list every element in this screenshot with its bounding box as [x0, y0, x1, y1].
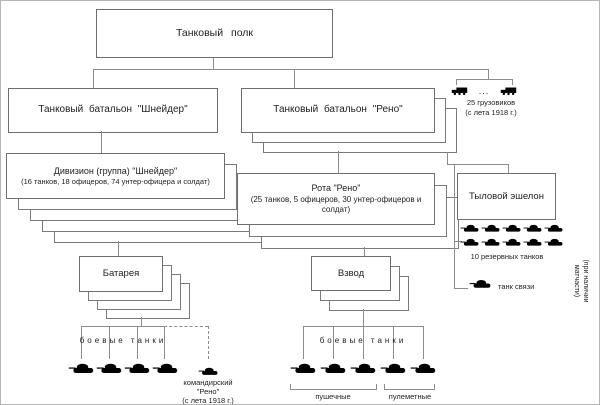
signal-tank-label: танк связи [498, 282, 535, 291]
connector-line [447, 152, 448, 164]
tank-icon [460, 224, 479, 232]
connector-line [118, 241, 119, 256]
connector-line [137, 326, 138, 359]
battery-combat-tanks [68, 363, 178, 373]
node-schneider-group: Дивизион (группа) "Шнейдер" (16 танков, … [6, 153, 225, 199]
connector-line [393, 326, 394, 359]
reserve-tanks-row [460, 224, 563, 232]
bracket-line [290, 384, 291, 389]
tank-icon [502, 238, 521, 246]
connector-line [93, 69, 489, 70]
availability-note-line: (при наличии [582, 259, 589, 303]
bracket-line [456, 79, 513, 80]
tank-icon [68, 363, 94, 373]
connector-line [101, 131, 102, 153]
platoon-combat-tanks [290, 363, 436, 373]
tank-icon [460, 238, 479, 246]
connector-line [364, 247, 365, 256]
trucks-label: 25 грузовиков [466, 98, 516, 107]
node-label: Тыловой эшелон [469, 190, 544, 202]
tank-icon [410, 363, 436, 373]
truck-icon [451, 87, 468, 96]
node-title: Дивизион (группа) "Шнейдер" [53, 165, 178, 176]
mg-tanks-label: пулеметные [388, 392, 432, 401]
dashed-connector-line [164, 326, 208, 327]
tank-icon [481, 224, 500, 232]
availability-note-line: матчасти) [572, 264, 580, 298]
node-platoon: Взвод [311, 256, 391, 291]
tank-icon [523, 224, 542, 232]
connector-line [303, 326, 304, 359]
node-battery: Батарея [79, 256, 163, 292]
connector-line [488, 69, 489, 79]
connector-line [164, 326, 165, 359]
node-subtitle: (25 танков, 5 офицеров, 30 унтер-офицеро… [250, 194, 422, 214]
node-label: Танковый батальон "Шнейдер" [38, 104, 188, 116]
tank-icon [481, 238, 500, 246]
bracket-line [384, 389, 435, 390]
cannon-tanks-label: пушечные [315, 392, 351, 401]
tank-icon [96, 363, 122, 373]
node-label: Танковый полк [175, 26, 254, 39]
connector-line [447, 164, 509, 165]
node-rear-echelon: Тыловой эшелон [457, 173, 556, 220]
tank-icon [124, 363, 150, 373]
tank-icon [350, 363, 376, 373]
bracket-line [290, 389, 377, 390]
connector-line [423, 326, 424, 359]
node-label: Танковый батальон "Рено" [273, 104, 403, 116]
bracket-line [376, 384, 377, 389]
connector-line [81, 326, 165, 327]
bracket-line [434, 384, 435, 389]
node-label: Батарея [102, 268, 140, 280]
connector-line [109, 326, 110, 359]
command-tank-icon [198, 367, 218, 375]
connector-line [213, 56, 214, 69]
tank-icon [320, 363, 346, 373]
connector-line [454, 164, 455, 288]
tank-icon [544, 238, 563, 246]
command-tank-label: (с лета 1918 г.) [182, 396, 234, 405]
connector-line [294, 69, 295, 88]
connector-line [363, 309, 364, 326]
node-schneider-battalion: Танковый батальон "Шнейдер" [8, 88, 218, 133]
connector-line [454, 241, 462, 242]
connector-line [93, 69, 94, 88]
tank-icon [544, 224, 563, 232]
tank-icon [152, 363, 178, 373]
node-tank-regiment: Танковый полк [96, 9, 333, 58]
tank-icon [523, 238, 542, 246]
node-renault-battalion: Танковый батальон "Рено" [241, 88, 435, 133]
truck-icon [500, 87, 517, 96]
connector-line [333, 326, 334, 359]
connector-line [363, 326, 364, 359]
connector-line [81, 326, 82, 359]
combat-tanks-label: боевые танки [319, 336, 407, 345]
command-tank-label: "Рено" [196, 387, 220, 396]
availability-note: (при наличии матчасти) [572, 231, 590, 331]
tank-icon [502, 224, 521, 232]
bracket-line [384, 384, 385, 389]
ellipsis: ... [478, 86, 490, 96]
node-subtitle: (16 танков, 18 офицеров, 74 унтер-офицер… [21, 176, 210, 186]
bracket-line [512, 79, 513, 85]
node-label: Взвод [337, 267, 365, 279]
connector-line [508, 164, 509, 173]
trucks-label: (с лета 1918 г.) [465, 108, 517, 117]
tank-icon [290, 363, 316, 373]
signal-tank-icon [469, 279, 491, 288]
connector-line [338, 151, 339, 173]
reserve-tanks-label: 10 резервных танков [470, 252, 544, 261]
truck-group: ... [451, 86, 517, 96]
dashed-connector-line [208, 326, 209, 359]
node-title: Рота "Рено" [311, 183, 361, 194]
connector-line [454, 288, 468, 289]
reserve-tanks-row [460, 238, 563, 246]
bracket-line [456, 79, 457, 85]
node-renault-company: Рота "Рено" (25 танков, 5 офицеров, 30 у… [237, 173, 435, 225]
connector-line [141, 317, 142, 326]
tank-icon [380, 363, 406, 373]
combat-tanks-label: боевые танки [79, 336, 167, 345]
command-tank-label: командирский [183, 378, 233, 387]
